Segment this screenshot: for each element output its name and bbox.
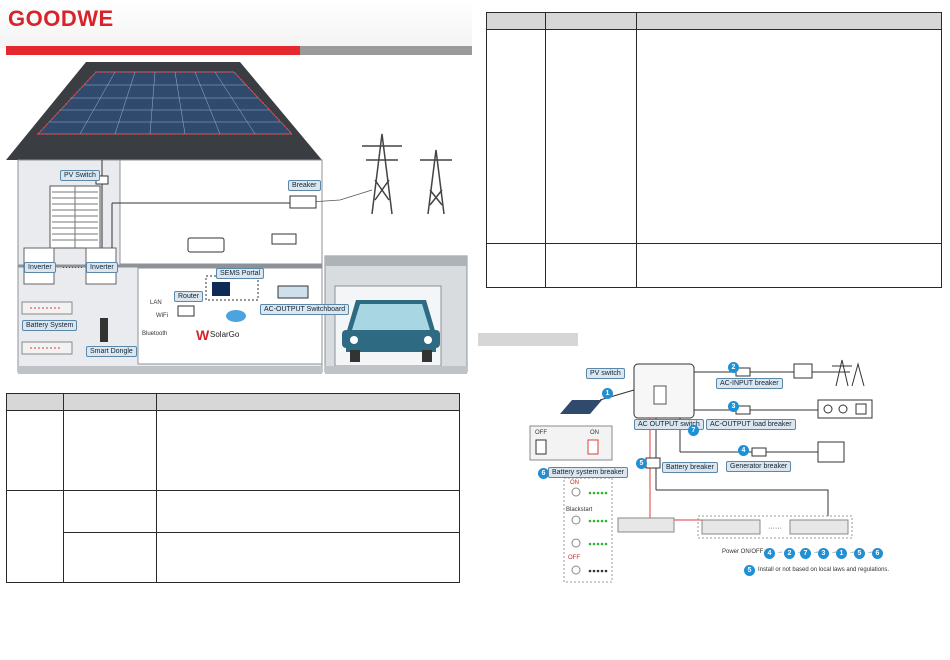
solargo-logo: W [196, 327, 210, 343]
table-cell [636, 29, 942, 244]
table-cell [486, 29, 546, 244]
table-cell [156, 490, 460, 533]
breaker-label: Breaker [288, 180, 321, 191]
battery-unit [617, 517, 675, 533]
header-grey-bar [300, 46, 472, 55]
header-red-bar [6, 46, 300, 55]
ac-output-switchboard-label: AC-OUTPUT Switchboard [260, 304, 350, 315]
sequence-arrow: → [867, 549, 873, 555]
table-header-cell [63, 393, 157, 411]
marker-6: 6 [538, 468, 549, 479]
sequence-step: 1 [836, 548, 847, 559]
wifi-label: WiFi [156, 313, 168, 319]
header-background [0, 0, 472, 48]
table-cell [156, 410, 460, 491]
marker-1: 1 [602, 388, 613, 399]
lan-label: LAN [150, 300, 162, 306]
solargo-label: SolarGo [210, 330, 240, 339]
breaker-icon [289, 195, 317, 209]
sems-portal-label: SEMS Portal [216, 268, 265, 279]
battery-system-label: Battery System [22, 320, 78, 331]
pylon-icon [832, 359, 865, 387]
sequence-step: 4 [764, 548, 775, 559]
meter-icon [793, 363, 813, 379]
switch-on-label: ON [590, 430, 599, 436]
battery-unit [701, 519, 761, 535]
right-spec-table [486, 12, 942, 288]
table-cell [545, 29, 637, 244]
table-cell [545, 243, 637, 288]
ellipsis: ······· [62, 262, 83, 272]
sequence-step: 5 [854, 548, 865, 559]
smart-dongle-label: Smart Dongle [86, 346, 137, 357]
switch-off-label: OFF [535, 430, 547, 436]
sequence-arrow: → [813, 549, 819, 555]
marker-7: 7 [688, 425, 699, 436]
sequence-arrow: → [831, 549, 837, 555]
table-header-cell [486, 12, 546, 30]
pv-switch-label: PV switch [586, 368, 625, 379]
marker-2: 2 [728, 362, 739, 373]
power-sequence-label: Power ON/OFF: [722, 549, 766, 555]
marker-4: 4 [738, 445, 749, 456]
sequence-arrow: → [849, 549, 855, 555]
switchboard-icon [277, 285, 309, 299]
solar-panel-icon [560, 400, 602, 414]
battery-unit [789, 519, 849, 535]
battery-state-panel [563, 477, 613, 583]
solar-panel-array [36, 71, 294, 135]
pv-switch-label: PV Switch [60, 170, 100, 181]
inverter-left-label: Inverter [24, 262, 56, 273]
marker-5: 5 [636, 458, 647, 469]
car-icon [342, 300, 440, 362]
state-on-label: ON [570, 480, 579, 486]
bluetooth-label: Bluetooth [142, 331, 168, 337]
sequence-step: 6 [872, 548, 883, 559]
load-appliances-icon [817, 399, 873, 419]
table-header-cell [545, 12, 637, 30]
battery-state-dots [571, 487, 608, 575]
sequence-arrow: → [777, 549, 783, 555]
router-label: Router [174, 291, 204, 302]
inverter-right-label: Inverter [86, 262, 118, 273]
table-cell [156, 532, 460, 583]
table-cell [63, 410, 157, 491]
table-header-cell [156, 393, 460, 411]
table-cell [486, 243, 546, 288]
tv-icon [187, 237, 225, 253]
sequence-step: 3 [818, 548, 829, 559]
left-spec-table [6, 393, 460, 583]
table-cell [63, 532, 157, 583]
ac-output-load-breaker-label: AC-OUTPUT load breaker [706, 419, 796, 430]
section-title-bar [478, 333, 578, 346]
generator-icon [817, 441, 845, 463]
battery-system-breaker-label: Battery system breaker [548, 467, 628, 478]
note-marker: 5 [744, 565, 755, 576]
table-cell [636, 243, 942, 288]
camera-icon [271, 233, 297, 245]
sequence-step: 7 [800, 548, 811, 559]
state-blackstart-label: Blackstart [566, 507, 593, 513]
table-header-cell [6, 393, 64, 411]
note-text: Install or not based on local laws and r… [758, 567, 890, 573]
table-cell [6, 410, 64, 491]
marker-3: 3 [728, 401, 739, 412]
state-off-label: OFF [568, 555, 580, 561]
battery-breaker-label: Battery breaker [662, 462, 718, 473]
router-icon [177, 305, 195, 317]
table-header-cell [636, 12, 942, 30]
wiring-diagram: ······ [529, 359, 873, 583]
dongle-icon [100, 318, 108, 342]
ac-output-switch-label: AC OUTPUT switch [634, 419, 704, 430]
brand-logo: GOODWE [8, 6, 114, 31]
sequence-step: 2 [784, 548, 795, 559]
ac-input-breaker-label: AC-INPUT breaker [716, 378, 783, 389]
power-pylon-icon [362, 133, 452, 215]
svg-text:······: ······ [768, 525, 782, 532]
cloud-icon [226, 310, 246, 322]
table-cell [6, 490, 64, 583]
table-cell [63, 490, 157, 533]
generator-breaker-label: Generator breaker [726, 461, 792, 472]
